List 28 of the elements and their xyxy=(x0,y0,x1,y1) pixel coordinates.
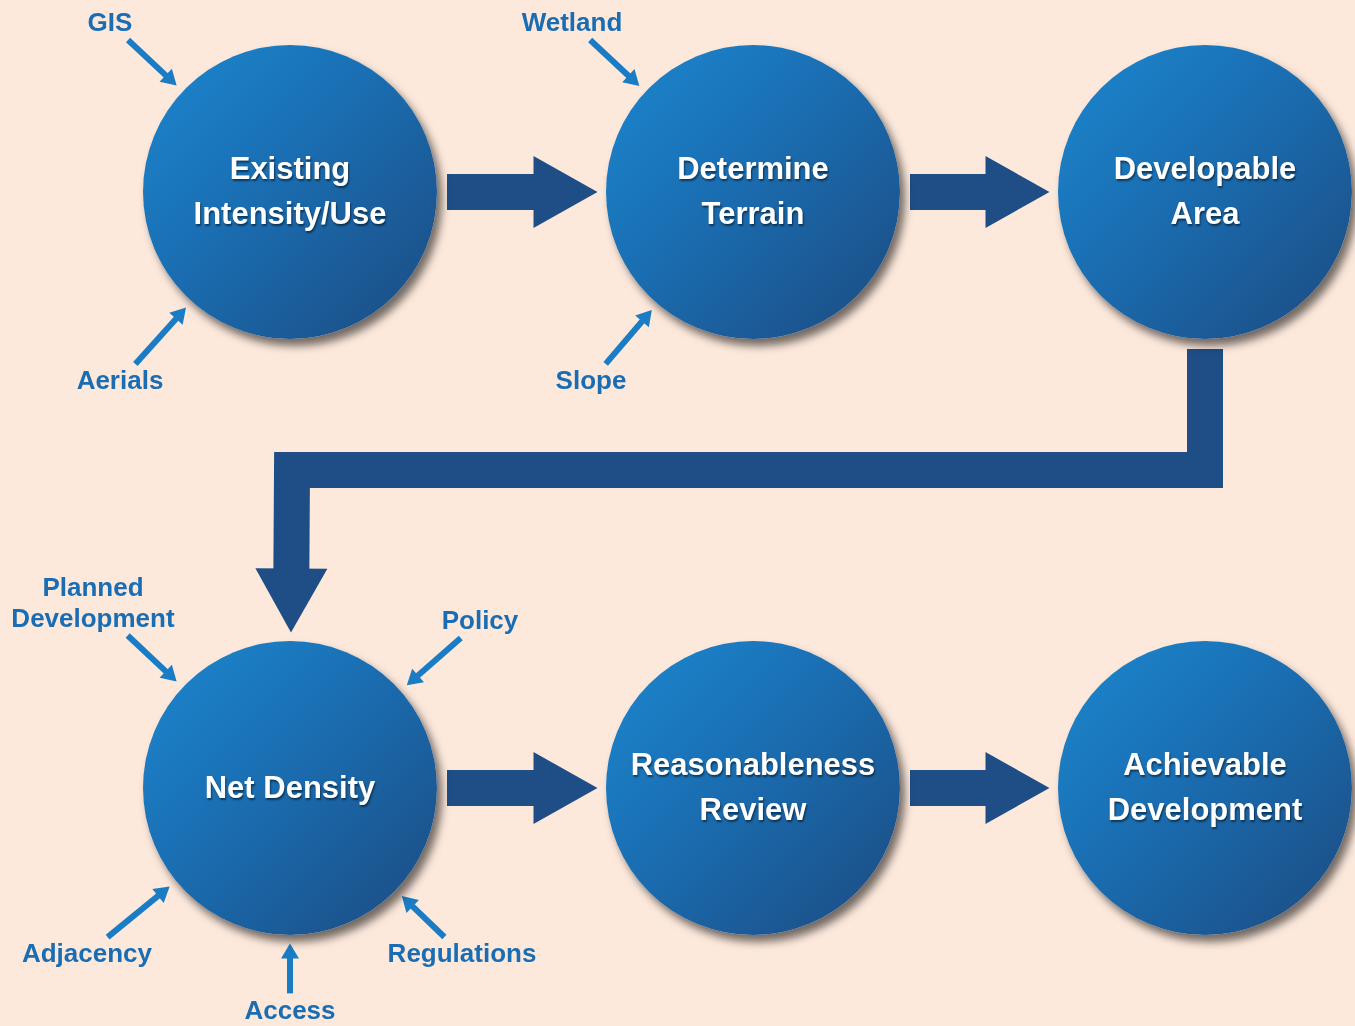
input-arrow xyxy=(126,37,177,86)
step-label: Existing Intensity/Use xyxy=(192,150,388,233)
flow-arrow xyxy=(910,752,1050,824)
input-label: GIS xyxy=(87,7,133,39)
step-label: Achievable Development xyxy=(1106,746,1304,829)
input-arrow xyxy=(603,310,652,366)
input-label: Regulations xyxy=(387,938,537,970)
input-label: Planned Development xyxy=(5,571,181,635)
input-arrow xyxy=(281,943,299,994)
input-label: Policy xyxy=(441,605,519,637)
step-label: Determine Terrain xyxy=(676,150,830,233)
input-arrow xyxy=(105,886,170,940)
flow-arrow xyxy=(910,156,1050,228)
input-arrow xyxy=(401,896,447,940)
input-arrow xyxy=(406,635,463,686)
input-arrow xyxy=(133,307,186,366)
input-label: Aerials xyxy=(76,365,164,397)
input-arrow xyxy=(125,633,177,682)
input-label: Adjacency xyxy=(21,938,153,970)
flow-arrow xyxy=(447,752,598,824)
step-label: Net Density xyxy=(203,768,377,807)
input-label: Slope xyxy=(555,365,627,397)
input-arrow xyxy=(588,37,640,86)
step-label: Developable Area xyxy=(1112,150,1298,233)
input-label: Access xyxy=(244,995,336,1026)
flow-arrow xyxy=(447,156,598,228)
input-label: Wetland xyxy=(521,7,623,39)
step-label: Reasonableness Review xyxy=(629,746,877,829)
